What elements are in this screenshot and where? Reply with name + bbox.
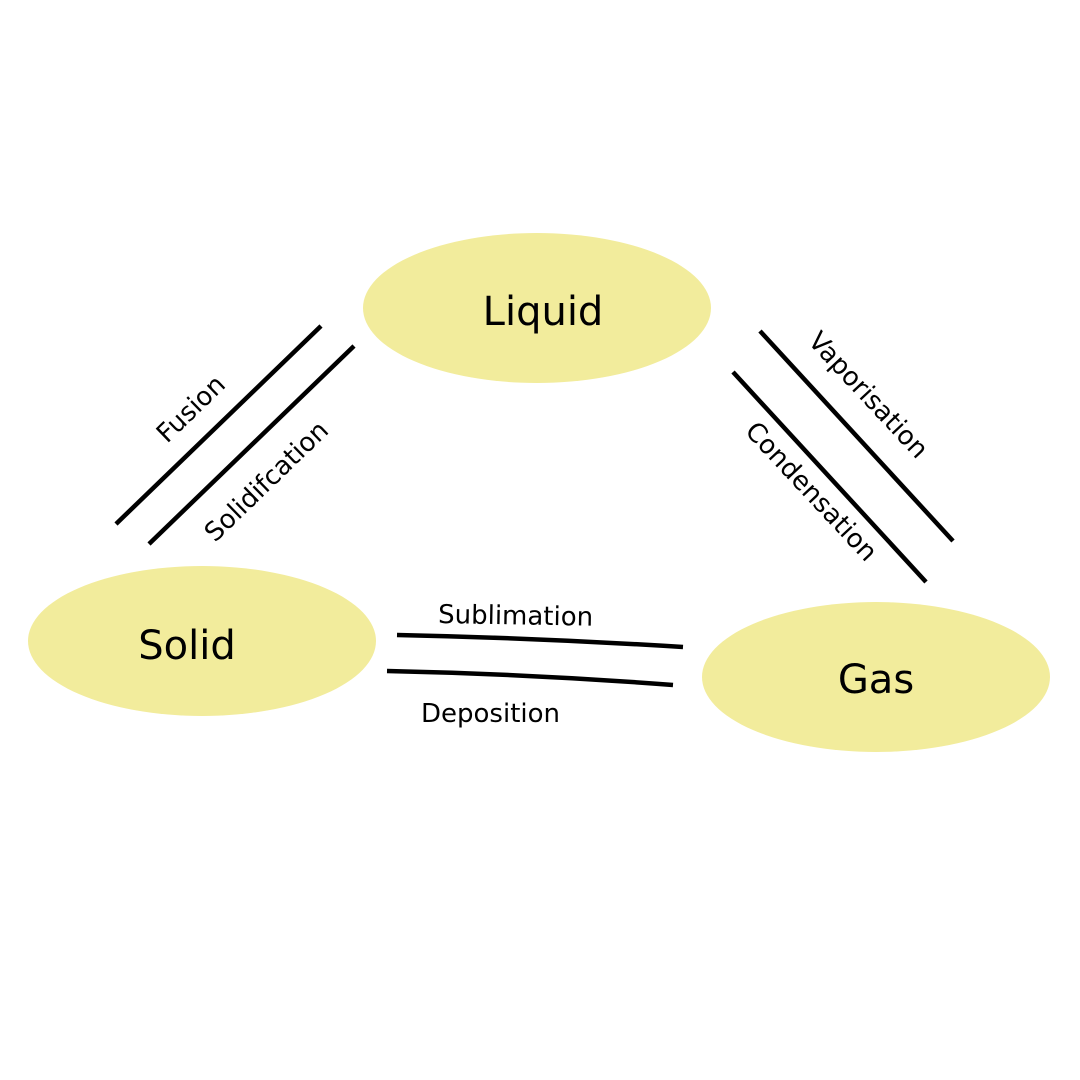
solid-label: Solid [138, 623, 235, 669]
state-liquid: Liquid [363, 233, 711, 383]
state-solid: Solid [28, 566, 376, 716]
solidification-line [147, 344, 356, 546]
vaporisation-line [758, 329, 955, 543]
sublimation-label: Sublimation [438, 600, 593, 633]
deposition-label: Deposition [421, 699, 560, 729]
liquid-label: Liquid [483, 289, 604, 335]
fusion-label: Fusion [151, 370, 232, 449]
gas-label: Gas [838, 657, 914, 703]
condensation-line [731, 370, 928, 584]
solidification-label: Solidifcation [199, 415, 335, 548]
liquid-ellipse [363, 233, 711, 383]
gas-ellipse [702, 602, 1050, 752]
state-gas: Gas [702, 602, 1050, 752]
solid-ellipse [28, 566, 376, 716]
deposition-line [386, 668, 674, 688]
sublimation-line [396, 632, 684, 650]
fusion-line [114, 324, 323, 526]
